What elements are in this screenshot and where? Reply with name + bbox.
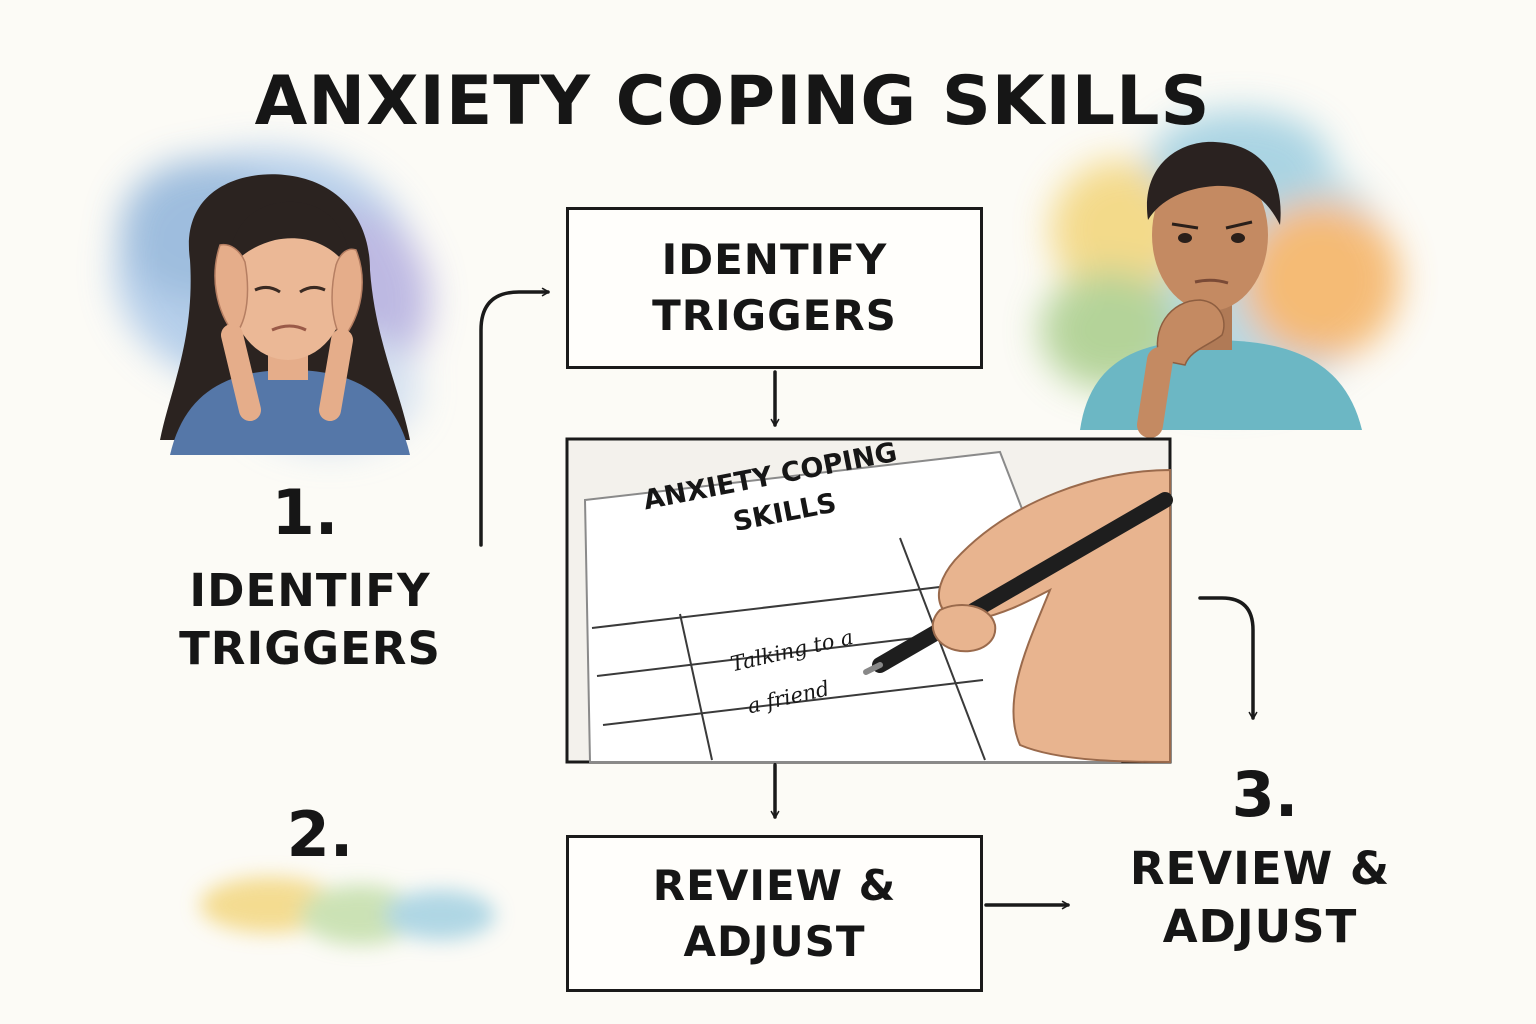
step-2-number: 2. [286, 798, 354, 871]
review-adjust-box-label: REVIEW & ADJUST [652, 860, 897, 966]
flow-arrows [479, 287, 1258, 910]
identify-triggers-box: IDENTIFY TRIGGERS [566, 207, 983, 369]
review-adjust-box: REVIEW & ADJUST [566, 835, 983, 992]
step-3-number: 3. [1231, 758, 1299, 831]
identify-triggers-box-label: IDENTIFY TRIGGERS [652, 235, 897, 340]
anxious-woman-illustration [160, 174, 410, 455]
step-1-label-line1: IDENTIFY [189, 564, 431, 617]
step-3-label-line1: REVIEW & [1129, 842, 1391, 895]
journal-illustration [565, 437, 1173, 764]
step-3-label-line2: ADJUST [1162, 900, 1358, 953]
step-1-number: 1. [271, 476, 339, 549]
thinking-man-illustration [1080, 141, 1362, 438]
arrow-step1-to-identify [479, 287, 550, 547]
step-1-label-line2: TRIGGERS [179, 622, 441, 675]
page-title: ANXIETY COPING SKILLS [254, 62, 1211, 141]
bottom-watercolor-splash [200, 877, 495, 945]
arrow-journal-to-step3 [1198, 596, 1258, 720]
